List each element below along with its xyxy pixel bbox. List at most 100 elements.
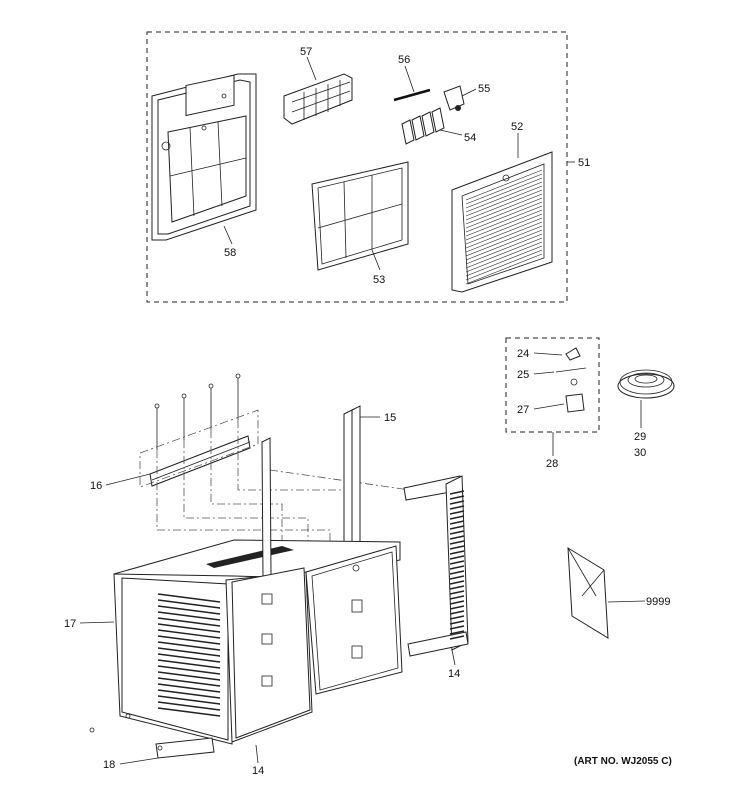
slat-line	[465, 213, 543, 245]
slat-line	[449, 525, 465, 530]
slat-line	[449, 550, 465, 555]
callout-27: 27	[517, 404, 529, 416]
callout-14-bottom: 14	[252, 765, 264, 777]
slat-line	[449, 620, 465, 625]
callout-25: 25	[517, 369, 529, 381]
slat-line	[449, 530, 465, 535]
slat-line	[157, 605, 221, 615]
slat-line	[157, 707, 221, 717]
callout-58: 58	[224, 247, 236, 259]
callout-14-right: 14	[448, 668, 460, 680]
top-rail-part[interactable]	[139, 409, 259, 488]
slat-line	[449, 580, 465, 585]
slat-line	[449, 540, 465, 545]
slat-line	[465, 233, 543, 265]
slat-line	[157, 641, 221, 651]
callout-15: 15	[384, 412, 396, 424]
oval-seal-part[interactable]	[617, 369, 675, 399]
callout-28: 28	[546, 458, 558, 470]
callout-54: 54	[464, 132, 476, 144]
slat-line	[157, 683, 221, 693]
slat-line	[449, 585, 465, 590]
slat-line	[465, 205, 543, 237]
slat-line	[465, 221, 543, 253]
hardware-kit-box	[505, 337, 600, 433]
filter-strip-part[interactable]	[283, 73, 353, 125]
slat-line	[157, 599, 221, 609]
callout-52: 52	[511, 121, 523, 133]
rear-panel-part[interactable]	[305, 545, 403, 695]
grille-slats	[465, 169, 543, 285]
manual-document-part[interactable]	[567, 547, 609, 639]
callout-53: 53	[373, 274, 385, 286]
callout-29: 29	[634, 431, 646, 443]
slat-line	[157, 611, 221, 621]
slat-line	[449, 610, 465, 615]
slat-line	[465, 177, 543, 209]
slat-line	[157, 695, 221, 705]
base-bracket-part[interactable]	[89, 713, 215, 759]
slat-line	[449, 555, 465, 560]
front-grille-group-box	[146, 31, 568, 303]
slat-line	[465, 189, 543, 221]
louver-blades-part[interactable]	[401, 107, 445, 145]
art-number-label: (ART NO. WJ2055 C)	[574, 756, 672, 767]
slat-line	[449, 500, 465, 505]
callout-24: 24	[517, 348, 529, 360]
slat-line	[465, 253, 543, 285]
side-curtain-right-part[interactable]	[403, 475, 469, 657]
callout-57: 57	[300, 46, 312, 58]
slat-line	[465, 201, 543, 233]
slat-line	[449, 520, 465, 525]
slat-line	[465, 217, 543, 249]
front-panel-part[interactable]	[151, 73, 257, 241]
air-filter-part[interactable]	[311, 161, 409, 271]
slat-line	[157, 653, 221, 663]
slat-line	[449, 630, 465, 635]
slat-line	[465, 229, 543, 261]
bracket-part[interactable]	[443, 85, 465, 111]
slat-line	[465, 193, 543, 225]
callout-18: 18	[103, 759, 115, 771]
slat-line	[465, 185, 543, 217]
slat-line	[157, 623, 221, 633]
slat-line	[449, 590, 465, 595]
slat-line	[465, 169, 543, 201]
slat-line	[465, 241, 543, 273]
callout-17: 17	[64, 618, 76, 630]
slat-line	[449, 565, 465, 570]
vertical-post-part[interactable]	[343, 405, 361, 565]
slat-line	[465, 209, 543, 241]
front-grille-part[interactable]	[451, 151, 553, 293]
slat-line	[465, 225, 543, 257]
slat-line	[157, 689, 221, 699]
slat-line	[157, 629, 221, 639]
slat-line	[449, 545, 465, 550]
slat-line	[449, 515, 465, 520]
rod-part[interactable]	[393, 88, 431, 102]
slat-line	[449, 575, 465, 580]
callout-51: 51	[578, 157, 590, 169]
callout-56: 56	[398, 54, 410, 66]
slat-line	[157, 701, 221, 711]
slat-line	[449, 510, 465, 515]
slat-line	[465, 197, 543, 229]
slat-line	[465, 245, 543, 277]
slat-line	[465, 249, 543, 281]
center-partition-part[interactable]	[231, 437, 311, 739]
top-screws	[154, 373, 241, 450]
slat-line	[157, 665, 221, 675]
slat-line	[449, 560, 465, 565]
slat-line	[157, 593, 221, 603]
slat-line	[157, 677, 221, 687]
hardware-kit-parts[interactable]	[555, 347, 587, 413]
slat-line	[449, 535, 465, 540]
side-vent-slats	[157, 593, 221, 717]
slat-line	[465, 237, 543, 269]
slat-line	[449, 490, 465, 495]
slat-line	[449, 570, 465, 575]
slat-line	[449, 595, 465, 600]
slat-line	[449, 635, 465, 640]
curtain-slats	[449, 490, 465, 640]
